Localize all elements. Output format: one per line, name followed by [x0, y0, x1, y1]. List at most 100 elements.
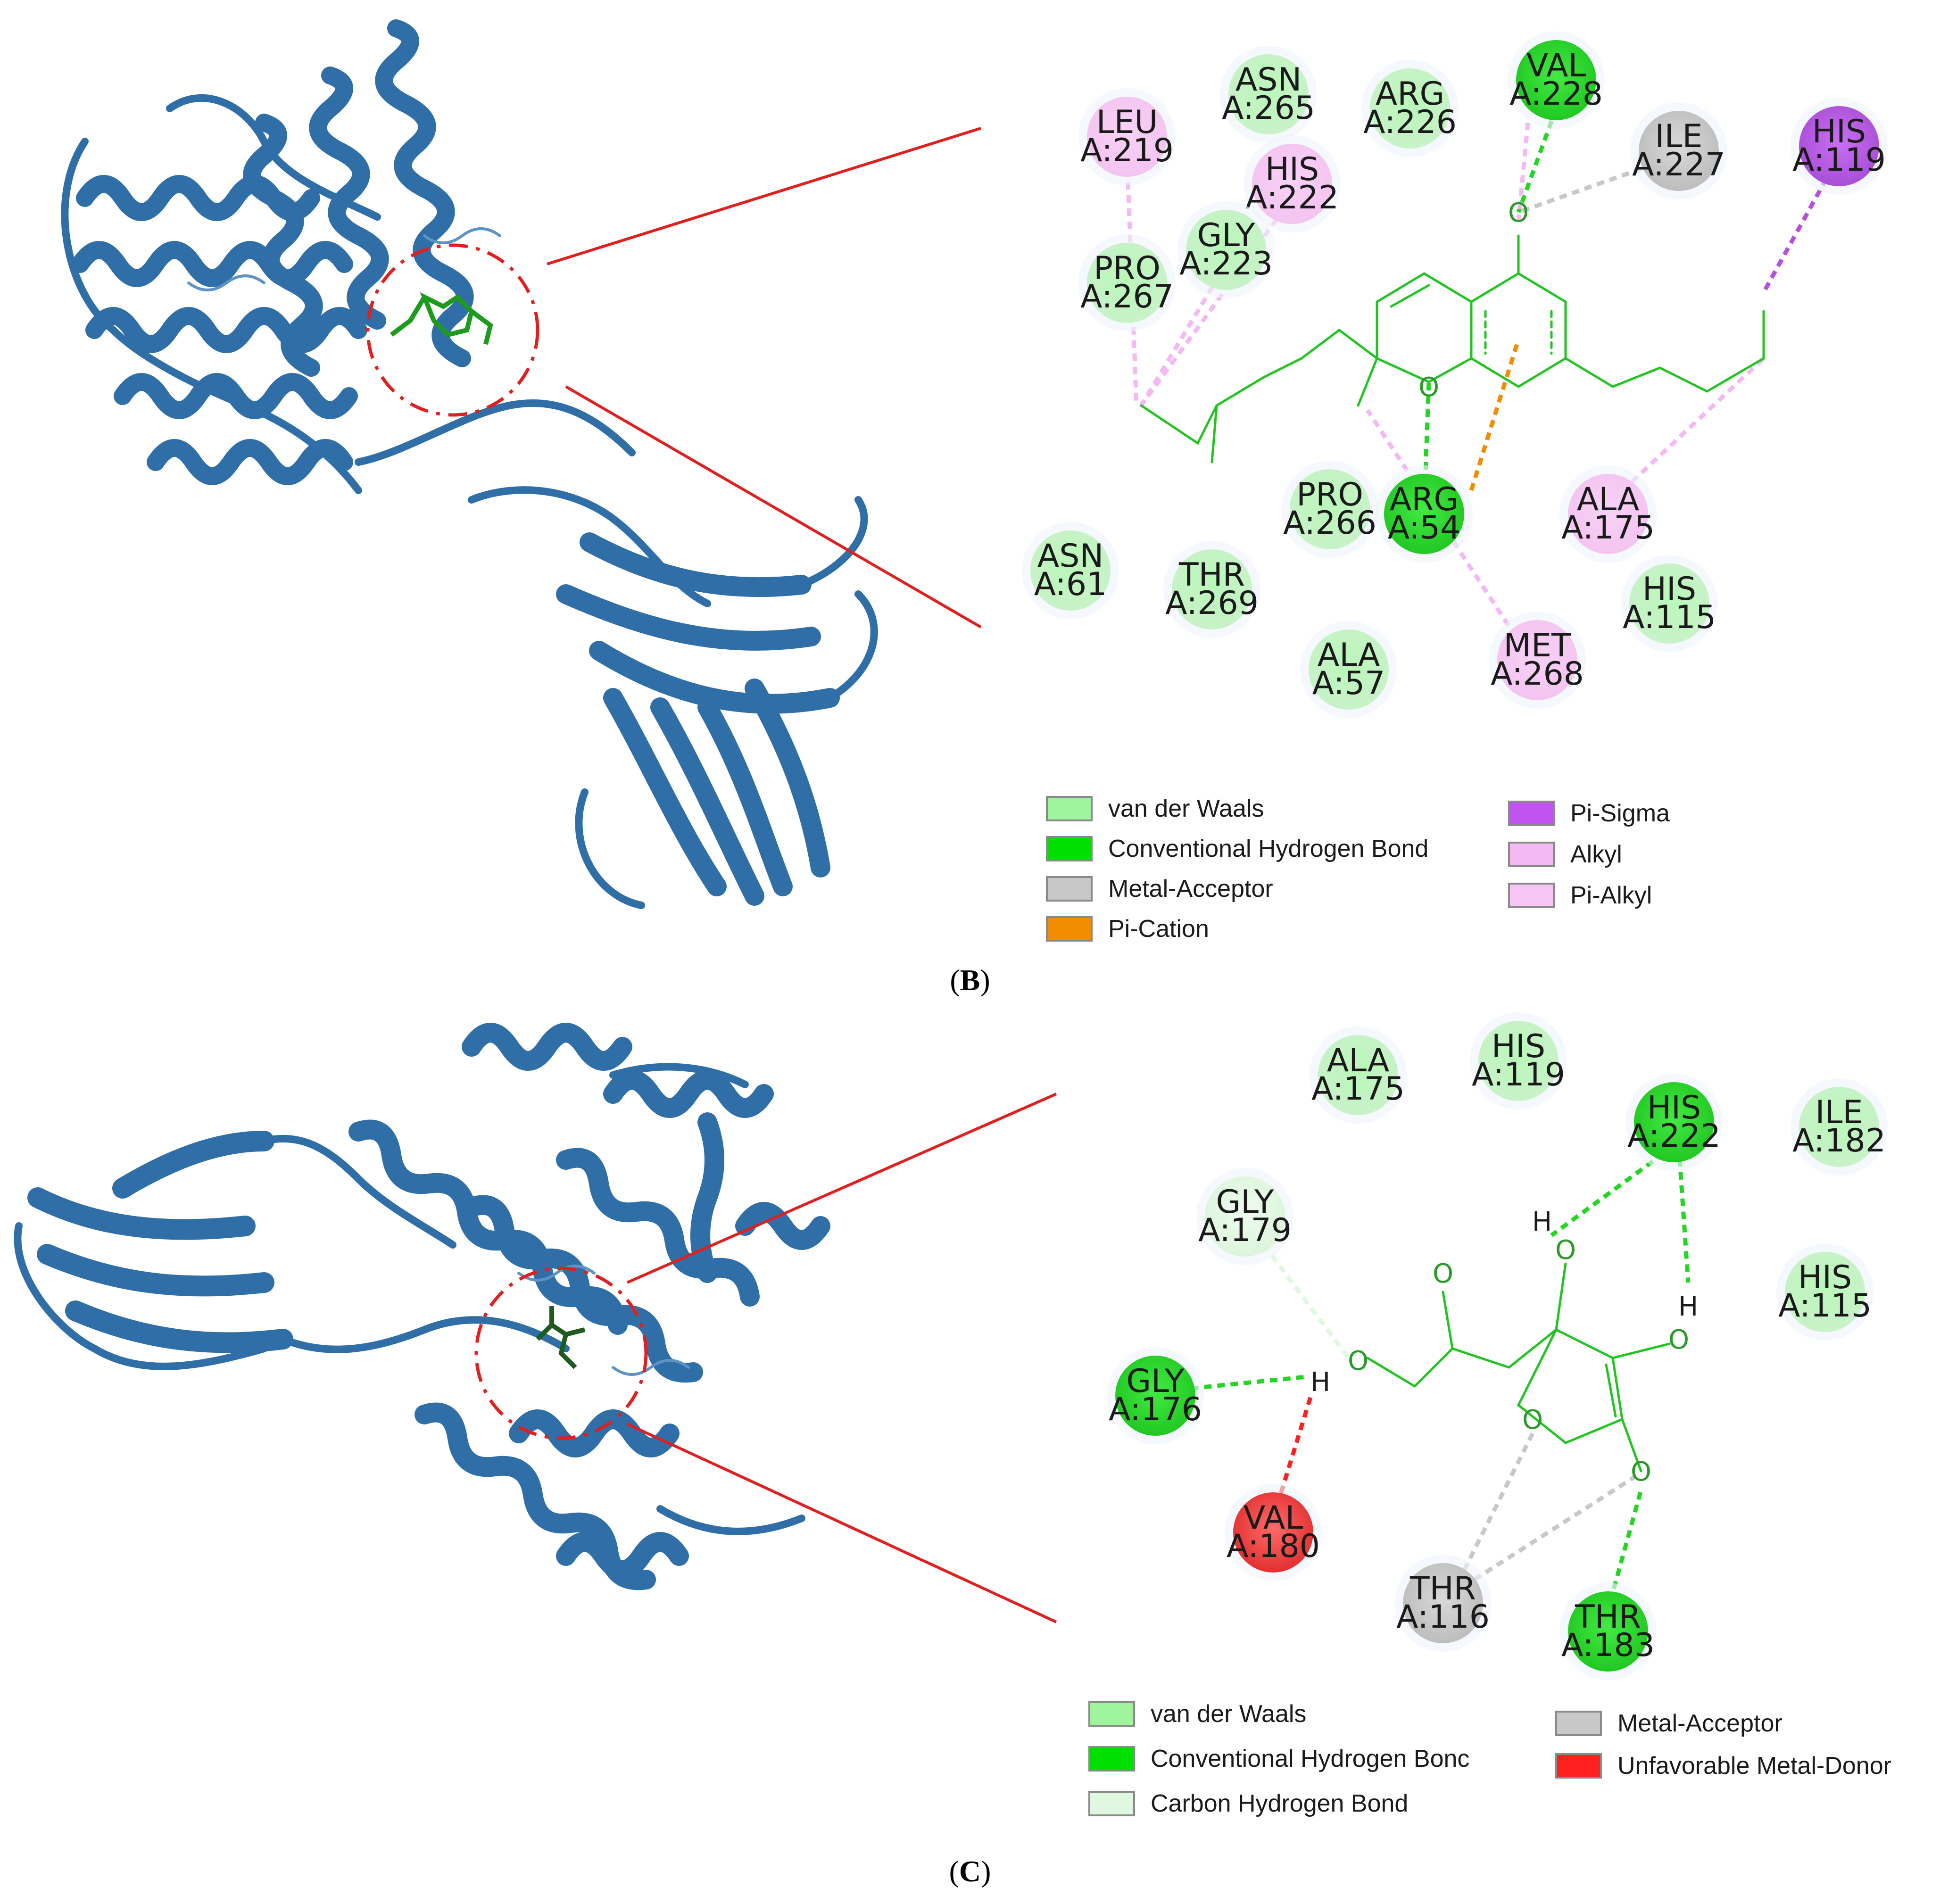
- legend-swatch: [1046, 876, 1093, 902]
- residue-circle: [1516, 40, 1596, 120]
- residue-circle: [1568, 1591, 1648, 1672]
- residue-name: ARG: [1390, 481, 1459, 518]
- residue-name: ASN: [1037, 538, 1104, 575]
- residue-circle: [1087, 243, 1167, 323]
- legend-swatch: [1046, 836, 1093, 861]
- residue-circle: [1497, 620, 1577, 700]
- residue-id: A:219: [1080, 132, 1174, 169]
- residue-name: GLY: [1216, 1184, 1274, 1221]
- residue-id: A:222: [1627, 1118, 1721, 1155]
- residue-circle: [1309, 629, 1389, 710]
- residue-circle: [1629, 563, 1709, 644]
- residue-id: A:268: [1491, 655, 1584, 693]
- residue-name: THR: [1409, 1570, 1476, 1607]
- legend-swatch: [1508, 883, 1555, 908]
- legend-label: Pi-Alkyl: [1570, 882, 1652, 909]
- residue-name: HIS: [1642, 571, 1696, 608]
- legend-swatch: [1088, 1746, 1135, 1772]
- residue-circle: [1799, 106, 1879, 186]
- pointer-line-c-top: [626, 1093, 1057, 1284]
- residue-circle: [1318, 1035, 1398, 1115]
- residue-name: ASN: [1235, 61, 1302, 99]
- residue-circle: [1384, 474, 1464, 554]
- legend-label: Unfavorable Metal-Donor: [1617, 1752, 1891, 1780]
- legend-item: van der Waals: [1088, 1700, 1306, 1728]
- legend-label: van der Waals: [1108, 795, 1264, 822]
- residue-circle: [1030, 530, 1111, 611]
- residue-name: HIS: [1492, 1028, 1545, 1065]
- residue-name: ARG: [1376, 75, 1444, 113]
- residue-circle: [1568, 474, 1648, 554]
- legend-swatch: [1508, 801, 1555, 826]
- residue-circle: [1233, 1492, 1313, 1573]
- residue-name: VAL: [1244, 1499, 1303, 1537]
- residue-id: A:222: [1245, 179, 1339, 216]
- residue-id: A:175: [1311, 1070, 1405, 1108]
- legend-swatch: [1508, 842, 1555, 867]
- atom-label: H: [1678, 1291, 1698, 1322]
- residue-id: A:54: [1388, 509, 1461, 546]
- legend-swatch: [1555, 1753, 1602, 1779]
- residue-circle: [1785, 1252, 1865, 1332]
- legend-item: Pi-Cation: [1046, 915, 1209, 943]
- atom-label: O: [1433, 1258, 1453, 1289]
- residue-circle: [1172, 549, 1252, 629]
- residue-id: A:175: [1561, 509, 1655, 546]
- residue-id: A:61: [1034, 566, 1107, 603]
- residue-id: A:267: [1080, 278, 1174, 315]
- residue-name: ALA: [1318, 637, 1380, 674]
- residue-name: ILE: [1655, 118, 1703, 155]
- protein-ribbon-c: [14, 1023, 830, 1590]
- residue-circle: [1186, 210, 1266, 290]
- residue-id: A:182: [1792, 1122, 1886, 1159]
- residue-id: A:223: [1179, 245, 1273, 282]
- legend-item: Alkyl: [1508, 841, 1622, 868]
- legend-item: van der Waals: [1046, 795, 1264, 822]
- legend-item: Carbon Hydrogen Bond: [1088, 1790, 1408, 1817]
- legend-label: Alkyl: [1570, 841, 1622, 868]
- residue-name: GLY: [1126, 1363, 1185, 1400]
- residue-circle: [1403, 1563, 1483, 1643]
- pointer-line-c-bottom: [626, 1423, 1057, 1623]
- legend-item: Unfavorable Metal-Donor: [1555, 1752, 1891, 1780]
- atom-label: O: [1555, 1235, 1576, 1266]
- legend-label: Conventional Hydrogen Bonc: [1151, 1745, 1469, 1772]
- residue-id: A:119: [1472, 1056, 1565, 1093]
- legend-label: Pi-Cation: [1108, 915, 1209, 943]
- atom-label: H: [1310, 1367, 1330, 1398]
- residue-circle: [1087, 97, 1167, 177]
- residue-circle: [1252, 144, 1332, 224]
- legend-label: Metal-Acceptor: [1617, 1710, 1782, 1737]
- residue-circle: [1228, 54, 1309, 134]
- legend-item: Metal-Acceptor: [1555, 1710, 1782, 1737]
- residue-name: HIS: [1812, 113, 1866, 150]
- residue-name: GLY: [1197, 217, 1255, 254]
- atom-label: O: [1668, 1325, 1689, 1355]
- legend-label: Metal-Acceptor: [1108, 875, 1273, 902]
- residue-id: A:265: [1222, 90, 1315, 127]
- residue-id: A:226: [1363, 104, 1457, 141]
- residue-id: A:228: [1509, 75, 1603, 113]
- residue-id: A:115: [1623, 599, 1716, 636]
- pocket-circle-b: [366, 243, 539, 417]
